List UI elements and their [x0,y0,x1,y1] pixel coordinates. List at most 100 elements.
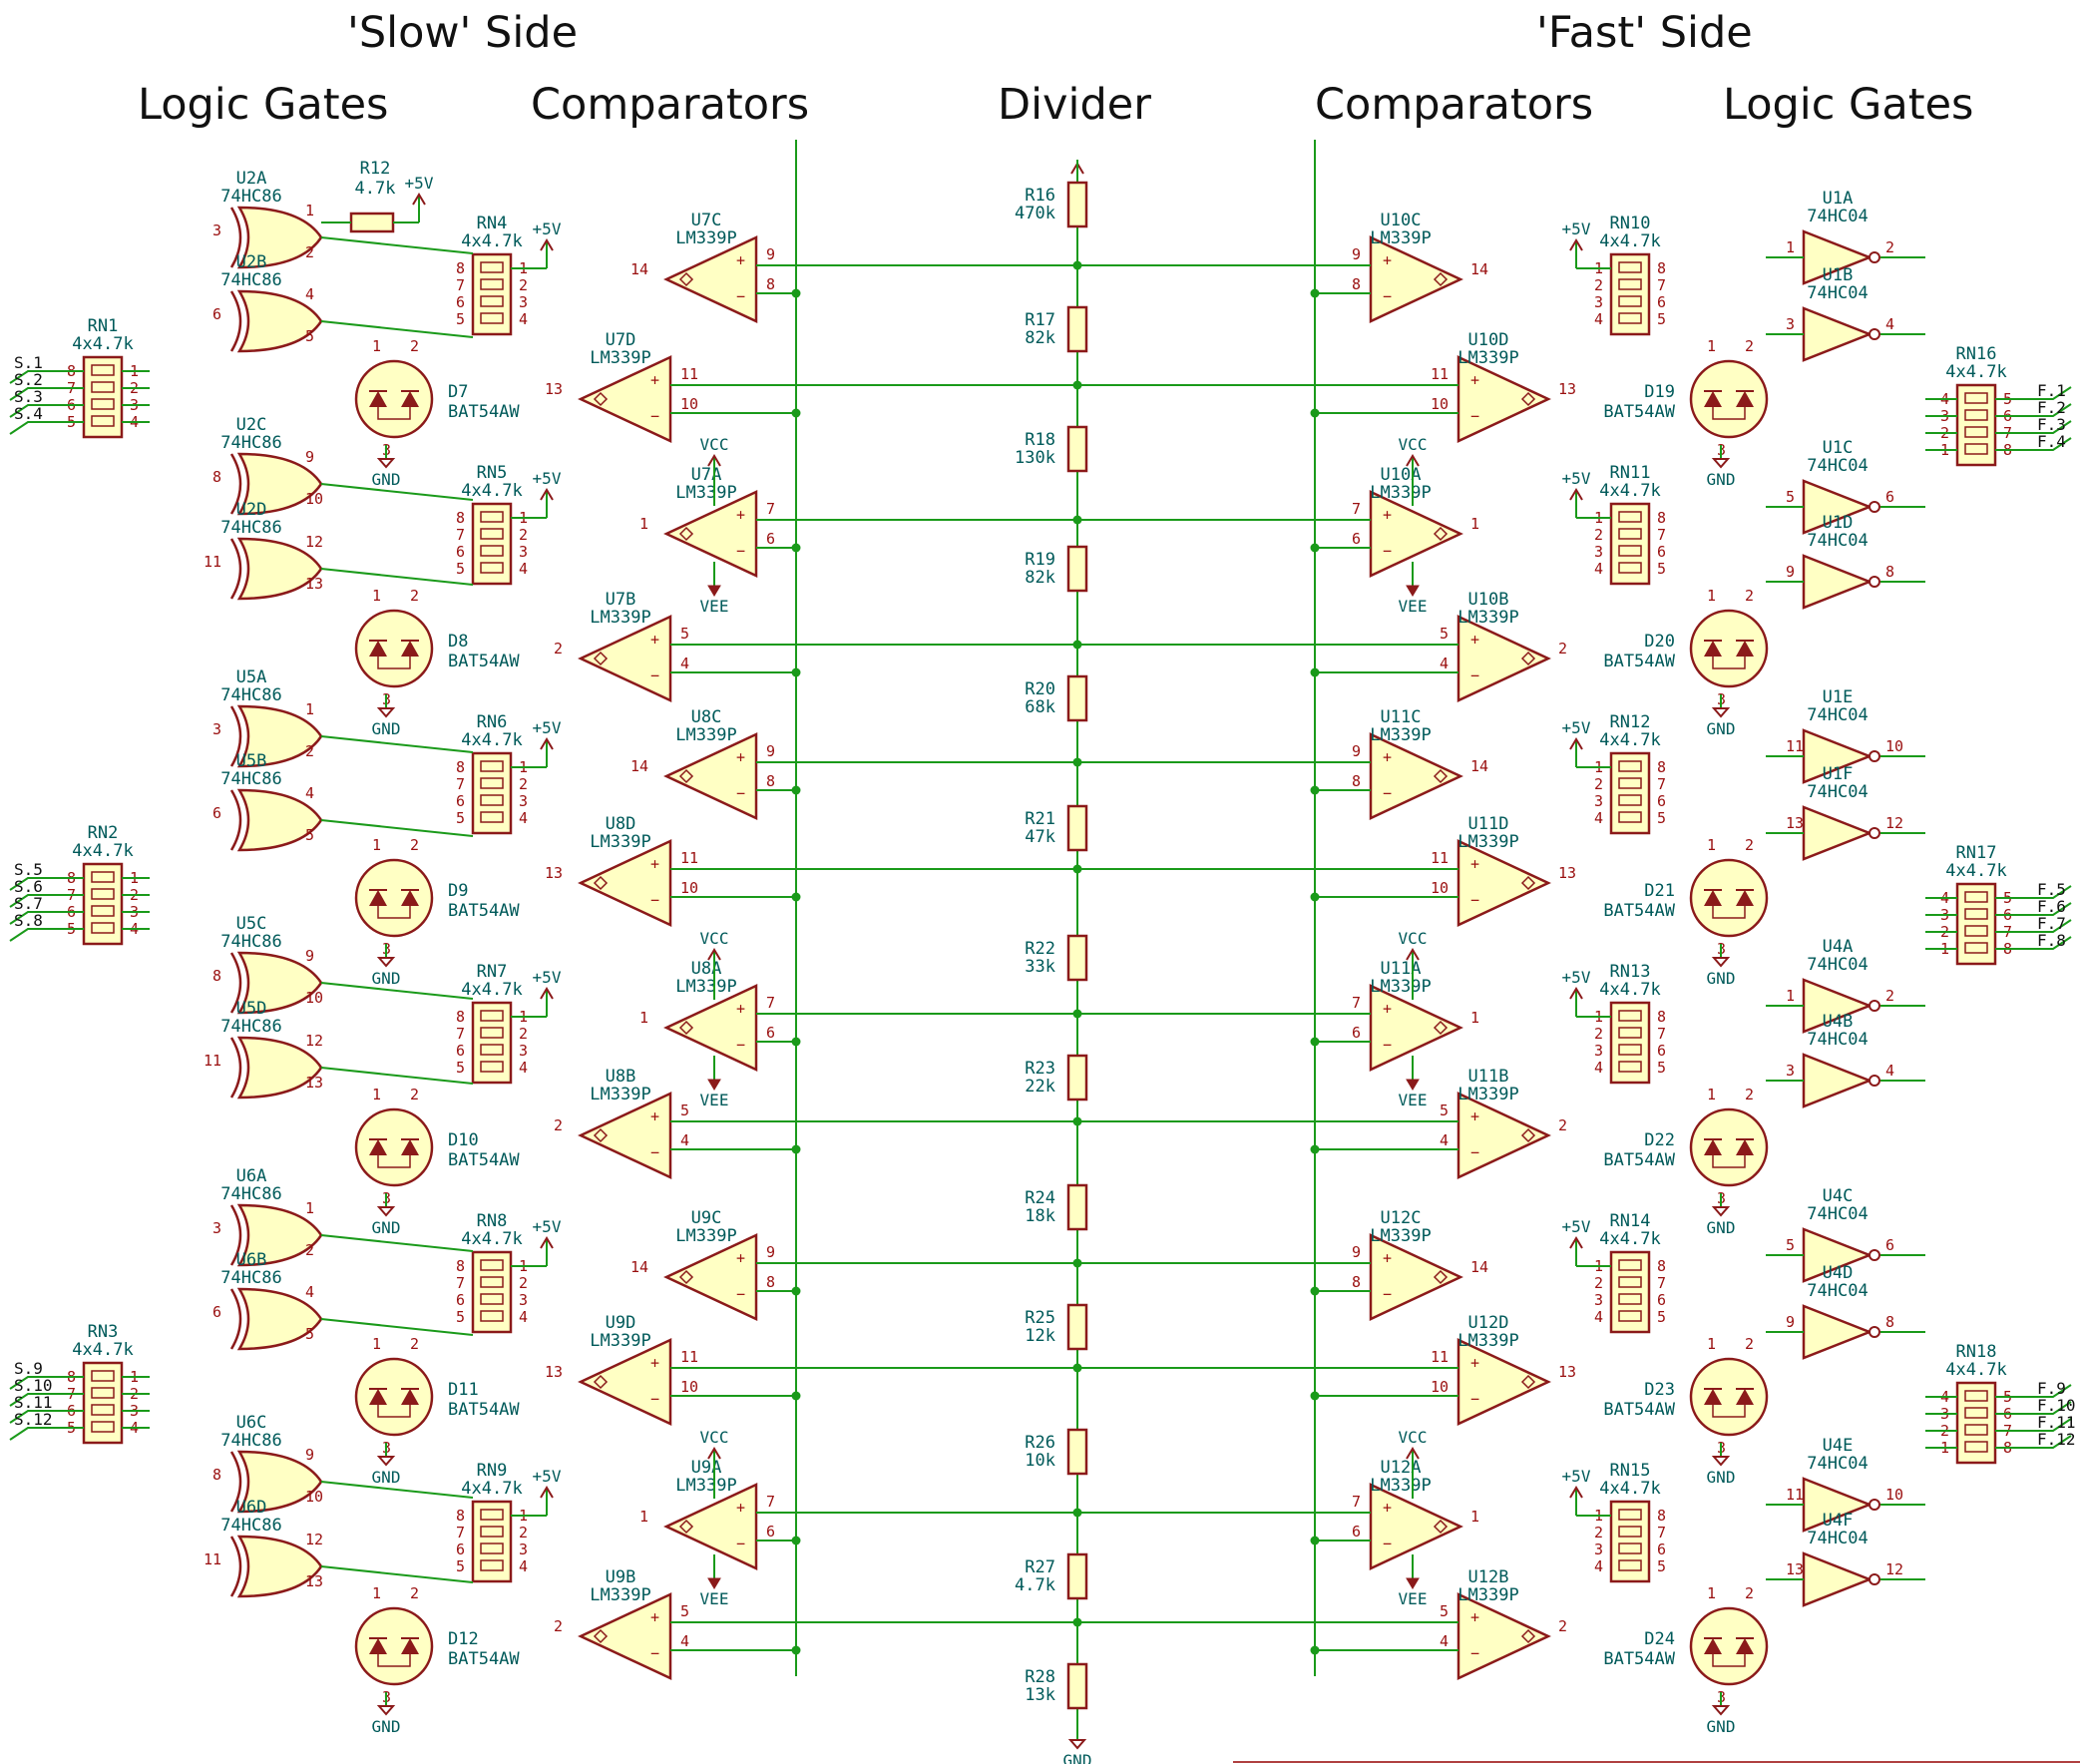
resistor-element [91,888,115,900]
pin-number: 1 [372,1335,381,1353]
resistor-value: 47k [1025,827,1055,847]
comparator-body [1369,1233,1463,1321]
oc-symbol [593,651,609,666]
oc-symbol [1520,875,1536,891]
pin-number: 3 [1786,315,1795,333]
oc-symbol [593,391,609,407]
diode-link [377,906,411,919]
wire [9,894,84,908]
pin-number: 13 [1786,814,1804,832]
part-ref: D21 [1644,881,1675,901]
xor-back-arc [229,1037,242,1099]
resistor-element [1964,443,1988,455]
power-arrow [1569,1236,1583,1249]
pin-number: 6 [1657,792,1666,810]
divider-resistor [1066,425,1088,473]
comparator-body [663,235,758,323]
diode-link [377,1654,411,1667]
wire [1995,1384,2072,1398]
part-value: LM339P [1457,608,1518,628]
pin-number: 4 [1440,1131,1449,1149]
pin-number: 8 [766,1273,775,1291]
gnd-label: GND [1063,1751,1092,1764]
divider-resistor [1066,545,1088,593]
divider-resistor [1066,1303,1088,1351]
minus-sign: − [736,1285,745,1303]
pin-number: 4 [680,655,689,672]
oc-symbol [678,271,694,287]
fast-comparator-block: +−U10CLM339P9814+−U10DLM339P111013+−U10A… [1077,211,1576,1680]
resistor-value: 4.7k [1015,1575,1055,1595]
plus-sign: + [736,1249,745,1267]
comparator-body [1369,732,1463,820]
comparator-body [1456,839,1551,927]
power-label: VCC [1399,1428,1428,1447]
resistor-value: 18k [1025,1206,1055,1226]
vee-arrow [1406,585,1420,597]
slow-side-title: 'Slow' Side [347,8,579,58]
part-ref: RN4 [477,214,508,233]
pin-number: 4 [680,1632,689,1650]
pin-number: 2 [519,526,528,544]
xor-body [236,951,323,1015]
pin-number: 2 [554,640,563,658]
plus-sign: + [736,748,745,766]
junction-dot [791,1391,801,1401]
inverter-body [1802,1304,1873,1360]
resistor-element [91,1370,115,1382]
junction-dot [1310,892,1320,902]
part-value: LM339P [1370,977,1431,997]
pin-number: 2 [519,276,528,294]
junction-dot [1310,1037,1320,1047]
net-label: S.12 [14,1410,53,1429]
pin-number: 5 [1786,1236,1795,1254]
pin-number: 1 [372,1086,381,1103]
part-value: LM339P [590,1085,650,1104]
part-ref: RN10 [1610,214,1651,233]
pin-number: 1 [1707,1086,1716,1103]
pin-number: 3 [212,221,221,239]
net-label: S.7 [14,894,43,913]
comparator-body [663,1483,758,1570]
part-value: LM339P [590,1585,650,1605]
pin-number: 5 [456,1308,465,1326]
resistor-value: 82k [1025,568,1055,588]
part-value: 74HC04 [1807,705,1868,725]
power-label: +5V [1562,469,1591,488]
resistor-value: 22k [1025,1077,1055,1097]
pack-body [1609,751,1651,835]
part-value: LM339P [1457,1085,1518,1104]
pin-number: 6 [1885,488,1894,506]
part-ref: RN14 [1610,1211,1651,1231]
pin-number: 10 [680,1378,698,1396]
diode-triangle [1736,1139,1754,1155]
pin-number: 4 [305,285,314,303]
part-value: LM339P [675,228,736,248]
diode-triangle [1736,391,1754,407]
part-ref: U6D [236,1498,267,1518]
diode-link [377,657,411,669]
pin-number: 2 [1594,1274,1603,1292]
pin-number: 2 [519,1025,528,1043]
divider-resistor [1066,1552,1088,1600]
part-ref: RN7 [477,962,508,982]
resistor-element [1618,760,1642,772]
pin-number: 6 [456,543,465,561]
pin-number: 5 [1440,1102,1449,1119]
ground-symbol [1711,458,1731,469]
resistor-element [1618,1559,1642,1571]
pin-number: 2 [1594,775,1603,793]
power-label: +5V [1562,718,1591,737]
pin-number: 13 [545,1363,563,1381]
pin-number: 7 [766,994,775,1012]
diode-triangle [1736,890,1754,906]
pin-number: 3 [1594,1042,1603,1060]
